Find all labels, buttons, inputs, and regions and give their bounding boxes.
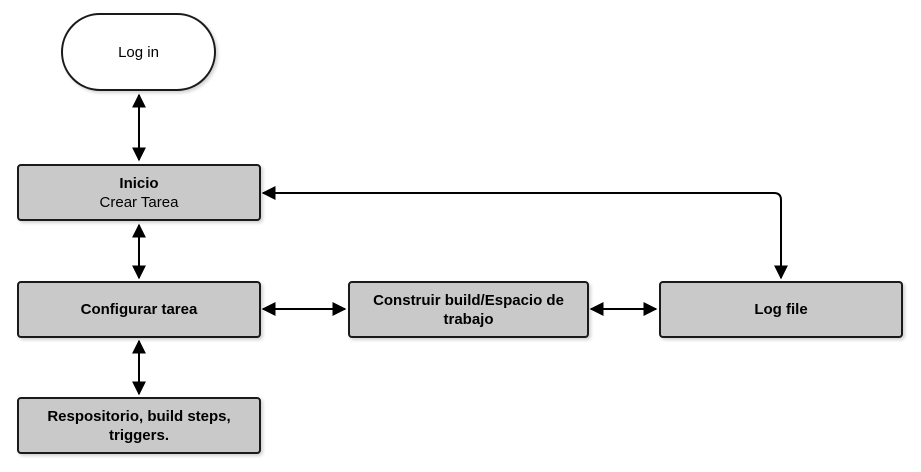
inicio-node: Inicio Crear Tarea (17, 164, 261, 221)
construir-node: Construir build/Espacio de trabajo (348, 281, 589, 338)
login-node: Log in (61, 13, 216, 91)
logfile-node: Log file (659, 281, 903, 338)
logfile-label: Log file (754, 301, 808, 318)
inicio-subtitle: Crear Tarea (99, 193, 179, 211)
construir-label: Construir build/Espacio de trabajo (373, 291, 564, 328)
repositorio-label: Respositorio, build steps, triggers. (47, 407, 231, 444)
configurar-label: Configurar tarea (80, 301, 198, 318)
inicio-title: Inicio (119, 174, 159, 192)
repositorio-node: Respositorio, build steps, triggers. (17, 397, 261, 454)
connector-logfile-inicio-path (261, 186, 788, 280)
configurar-node: Configurar tarea (17, 281, 261, 338)
login-label: Log in (118, 43, 159, 61)
